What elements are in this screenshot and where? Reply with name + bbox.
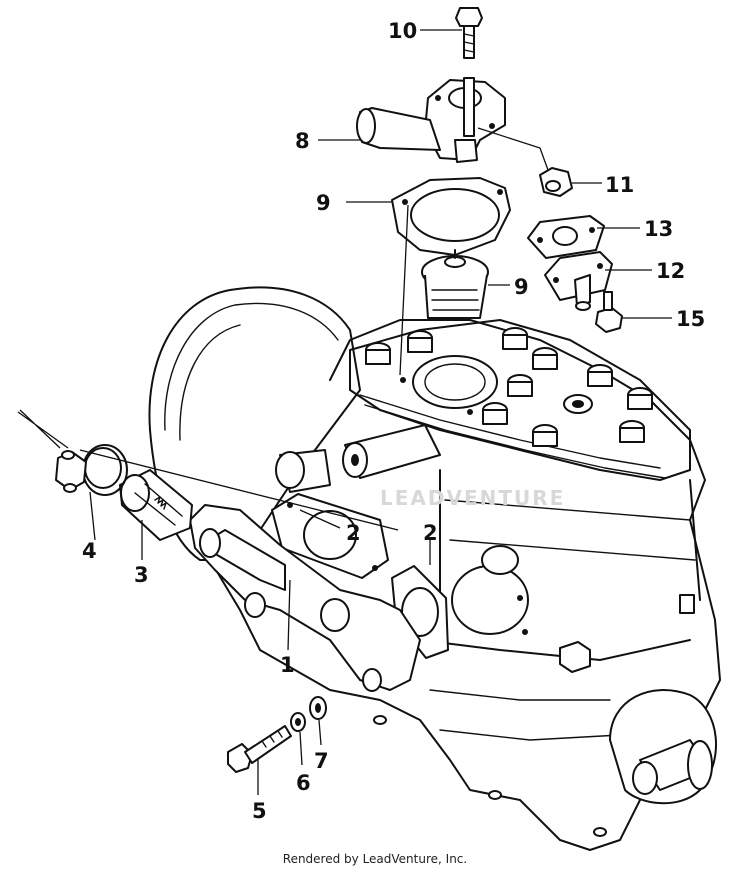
cover-plate [544,251,613,311]
callout-7: 7 [314,749,329,773]
housing-bolt [455,7,483,137]
cover-bolt [595,291,623,333]
callout-12: 11 [605,173,634,197]
callout-6: 6 [296,771,311,795]
callout-8: 8 [295,129,310,153]
lock-washer [290,712,306,732]
callout-15: 15 [676,307,705,331]
callout-13: 12 [656,259,685,283]
thermostat [421,249,489,319]
intake-gasket-upper [271,493,389,579]
callout-14: 13 [644,217,673,241]
leader-lines [17,29,672,795]
callout-2b: 2 [423,521,438,545]
callout-3: 3 [134,563,149,587]
coolant-hose [119,469,193,541]
callout-labels: 10 8 11 9 13 12 9 15 2 2 4 3 1 7 6 5 [82,19,705,823]
callout-4: 4 [82,539,97,563]
thermostat-gasket [391,177,511,256]
flat-washer [309,696,327,720]
manifold-bolt [227,725,292,773]
callout-11: 10 [388,19,417,43]
intake-gasket-lower [391,565,449,659]
callout-9: 9 [514,275,529,299]
watermark-text: LEADVENTURE [380,486,565,510]
cover-gasket [527,215,605,259]
callout-1: 1 [280,653,295,677]
hose-clamp [55,444,128,496]
thermostat-housing [356,79,506,163]
callout-10: 9 [316,191,331,215]
callout-2a: 2 [346,521,361,545]
plug [539,167,573,197]
water-manifold [189,504,421,692]
callout-5: 5 [252,799,267,823]
footer-credit: Rendered by LeadVenture, Inc. [282,852,468,866]
engine-block [148,286,721,851]
